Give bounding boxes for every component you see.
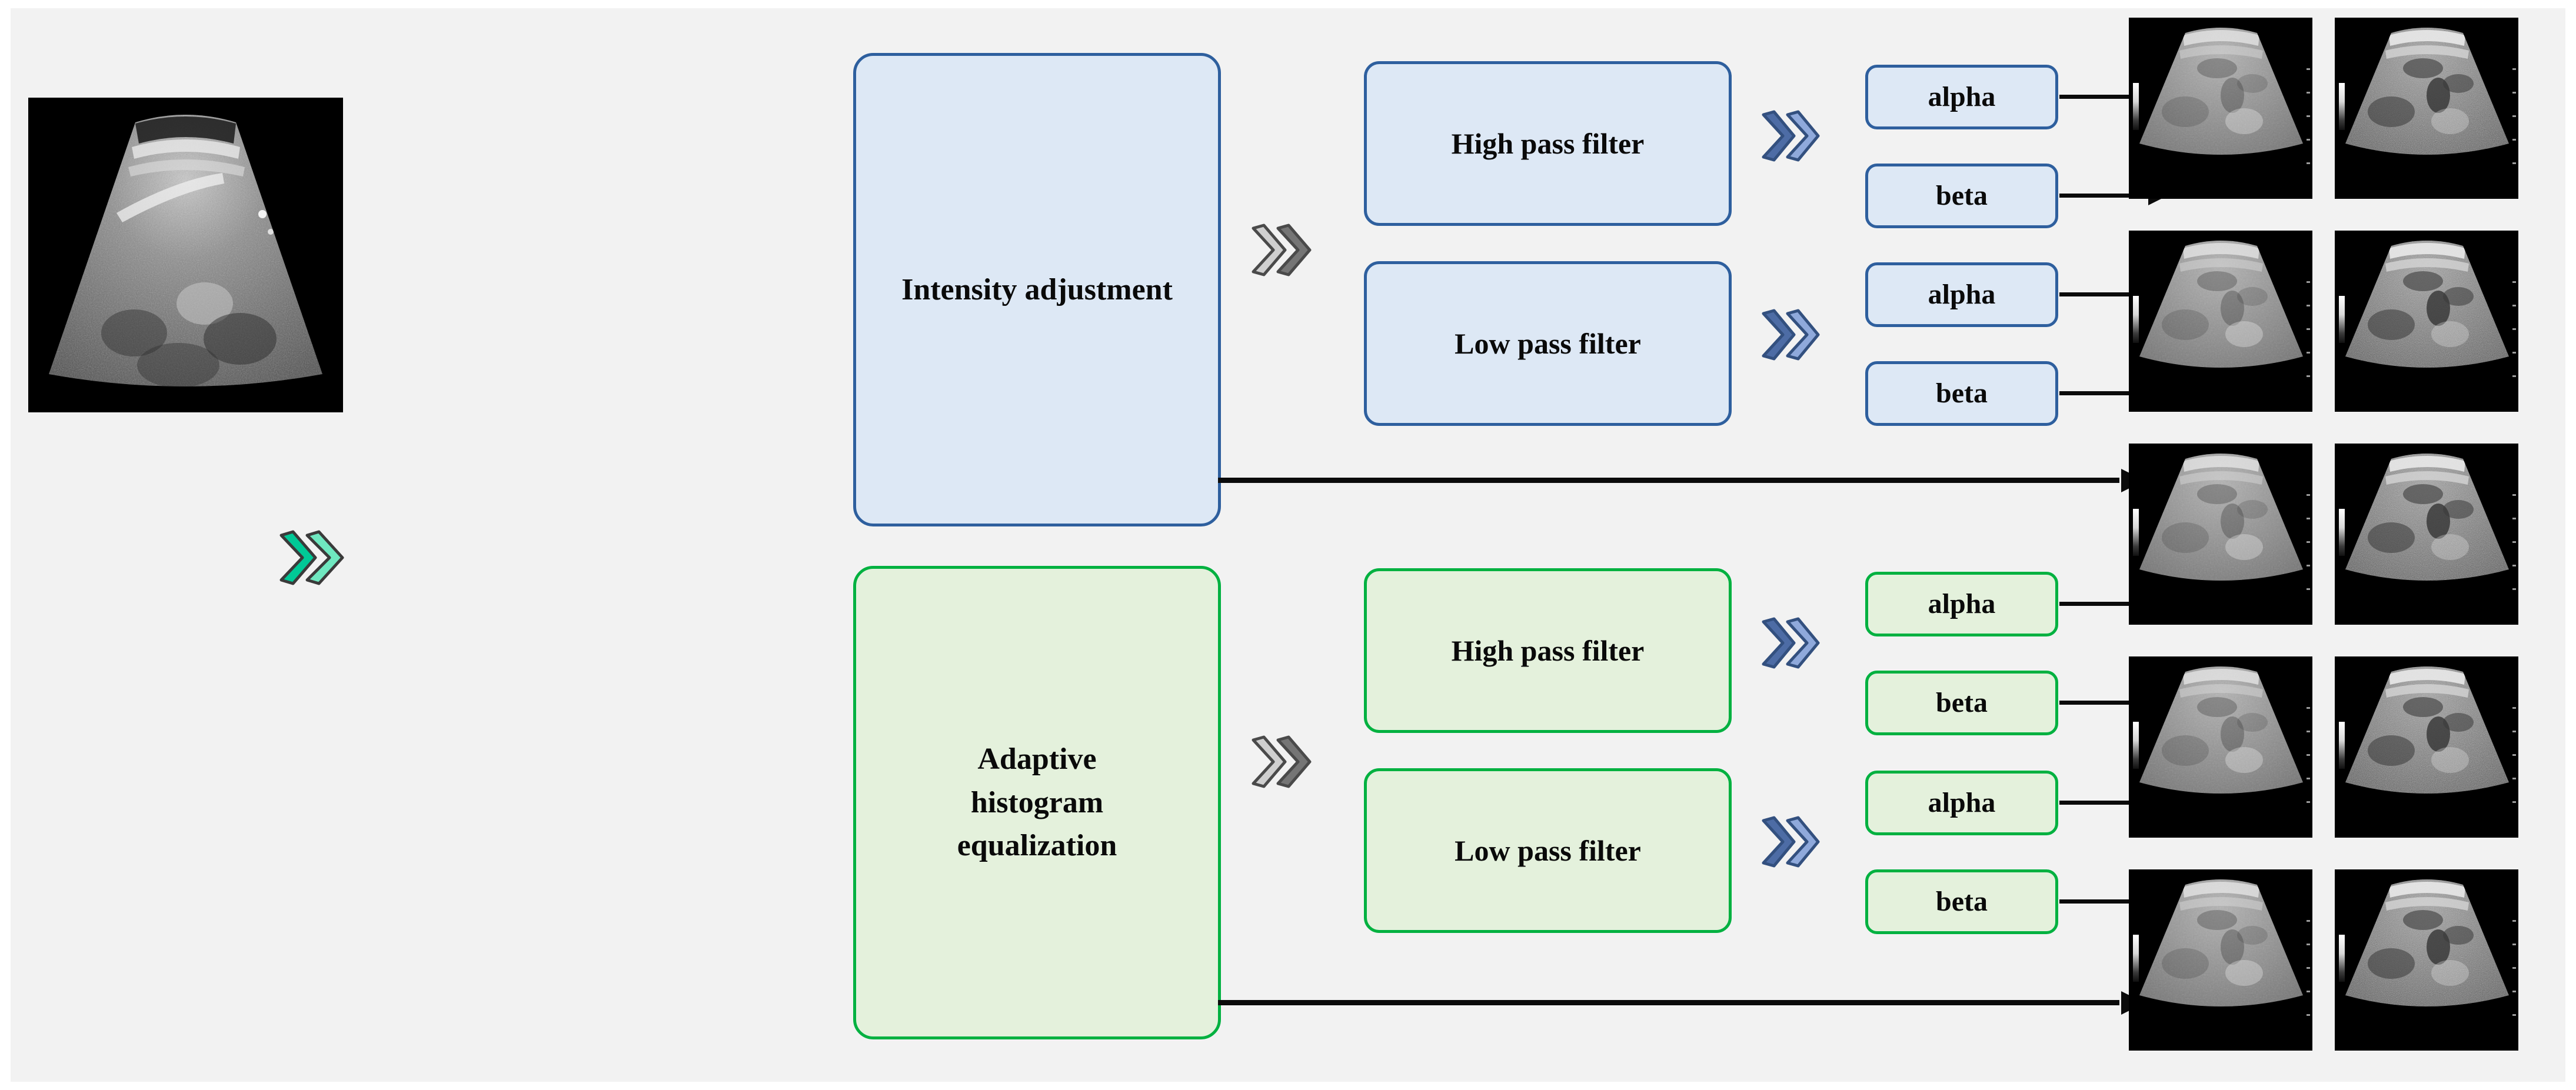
output-thumbnail: [2335, 869, 2518, 1051]
grayscale-bar: [2132, 295, 2139, 343]
stage-box-intensity-adjustment[interactable]: Intensity adjustment: [853, 53, 1221, 526]
output-arrow: [2059, 701, 2146, 705]
param-label: beta: [1936, 686, 1988, 718]
filter-label: High pass filter: [1451, 634, 1645, 667]
source-ultrasound-image: [28, 98, 343, 412]
grayscale-bar: [2132, 721, 2139, 769]
output-arrow: [2059, 194, 2146, 198]
param-box-beta-blue-hp[interactable]: beta: [1865, 164, 2058, 228]
depth-ticks: [2307, 494, 2311, 591]
output-thumbnail: [2335, 444, 2518, 625]
output-thumbnail: [2129, 444, 2312, 625]
filter-label: High pass filter: [1451, 126, 1645, 160]
param-label: alpha: [1928, 278, 1996, 310]
depth-ticks: [2512, 707, 2517, 804]
double-chevron-icon: [1249, 221, 1314, 279]
double-chevron-icon: [1759, 615, 1822, 671]
double-chevron-icon: [277, 527, 347, 588]
param-label: alpha: [1928, 786, 1996, 818]
output-thumbnail: [2335, 231, 2518, 412]
filter-box-high-pass-green[interactable]: High pass filter: [1364, 568, 1732, 733]
param-box-alpha-green-lp[interactable]: alpha: [1865, 771, 2058, 835]
depth-ticks: [2307, 68, 2311, 165]
double-chevron-icon: [1249, 733, 1314, 791]
grayscale-bar: [2338, 934, 2345, 982]
depth-ticks: [2307, 920, 2311, 1016]
output-thumbnail: [2129, 656, 2312, 838]
double-chevron-icon: [1759, 814, 1822, 869]
filter-box-low-pass-green[interactable]: Low pass filter: [1364, 768, 1732, 933]
diagram-stage: Intensity adjustment High pass filter: [11, 8, 2565, 1082]
param-label: alpha: [1928, 81, 1996, 112]
depth-ticks: [2307, 707, 2311, 804]
param-box-beta-green-hp[interactable]: beta: [1865, 671, 2058, 735]
stage-label: Adaptive histogram equalization: [957, 742, 1117, 863]
output-thumbnail: [2129, 869, 2312, 1051]
depth-ticks: [2512, 68, 2517, 165]
bypass-arrow-green: [1218, 1000, 2119, 1005]
output-arrow: [2059, 602, 2146, 606]
filter-box-low-pass-blue[interactable]: Low pass filter: [1364, 261, 1732, 426]
filter-label: Low pass filter: [1455, 834, 1641, 867]
param-box-beta-blue-lp[interactable]: beta: [1865, 361, 2058, 426]
filter-label: Low pass filter: [1455, 326, 1641, 360]
output-thumbnail-grid: [2129, 18, 2565, 1072]
output-arrow: [2059, 391, 2146, 395]
depth-ticks: [2307, 281, 2311, 378]
param-label: beta: [1936, 179, 1988, 211]
double-chevron-icon: [1759, 307, 1822, 362]
param-box-beta-green-lp[interactable]: beta: [1865, 869, 2058, 934]
output-arrow: [2059, 899, 2146, 904]
grayscale-bar: [2338, 508, 2345, 556]
depth-ticks: [2512, 494, 2517, 591]
grayscale-bar: [2338, 721, 2345, 769]
output-arrow: [2059, 292, 2146, 296]
param-label: alpha: [1928, 588, 1996, 619]
output-thumbnail: [2335, 656, 2518, 838]
grayscale-bar: [2338, 295, 2345, 343]
filter-box-high-pass-blue[interactable]: High pass filter: [1364, 61, 1732, 226]
output-thumbnail: [2129, 231, 2312, 412]
output-arrow: [2059, 95, 2146, 99]
output-thumbnail: [2335, 18, 2518, 199]
stage-label: Intensity adjustment: [901, 272, 1173, 306]
depth-ticks: [2512, 920, 2517, 1016]
double-chevron-icon: [1759, 108, 1822, 164]
param-label: beta: [1936, 885, 1988, 917]
depth-ticks: [2512, 281, 2517, 378]
param-label: beta: [1936, 377, 1988, 409]
grayscale-bar: [2132, 934, 2139, 982]
param-box-alpha-green-hp[interactable]: alpha: [1865, 572, 2058, 636]
grayscale-bar: [2132, 82, 2139, 130]
param-box-alpha-blue-lp[interactable]: alpha: [1865, 262, 2058, 327]
output-thumbnail: [2129, 18, 2312, 199]
bypass-arrow-blue: [1218, 478, 2119, 483]
output-arrow: [2059, 801, 2146, 805]
grayscale-bar: [2132, 508, 2139, 556]
grayscale-bar: [2338, 82, 2345, 130]
param-box-alpha-blue-hp[interactable]: alpha: [1865, 65, 2058, 129]
stage-box-adaptive-histogram-equalization[interactable]: Adaptive histogram equalization: [853, 566, 1221, 1039]
